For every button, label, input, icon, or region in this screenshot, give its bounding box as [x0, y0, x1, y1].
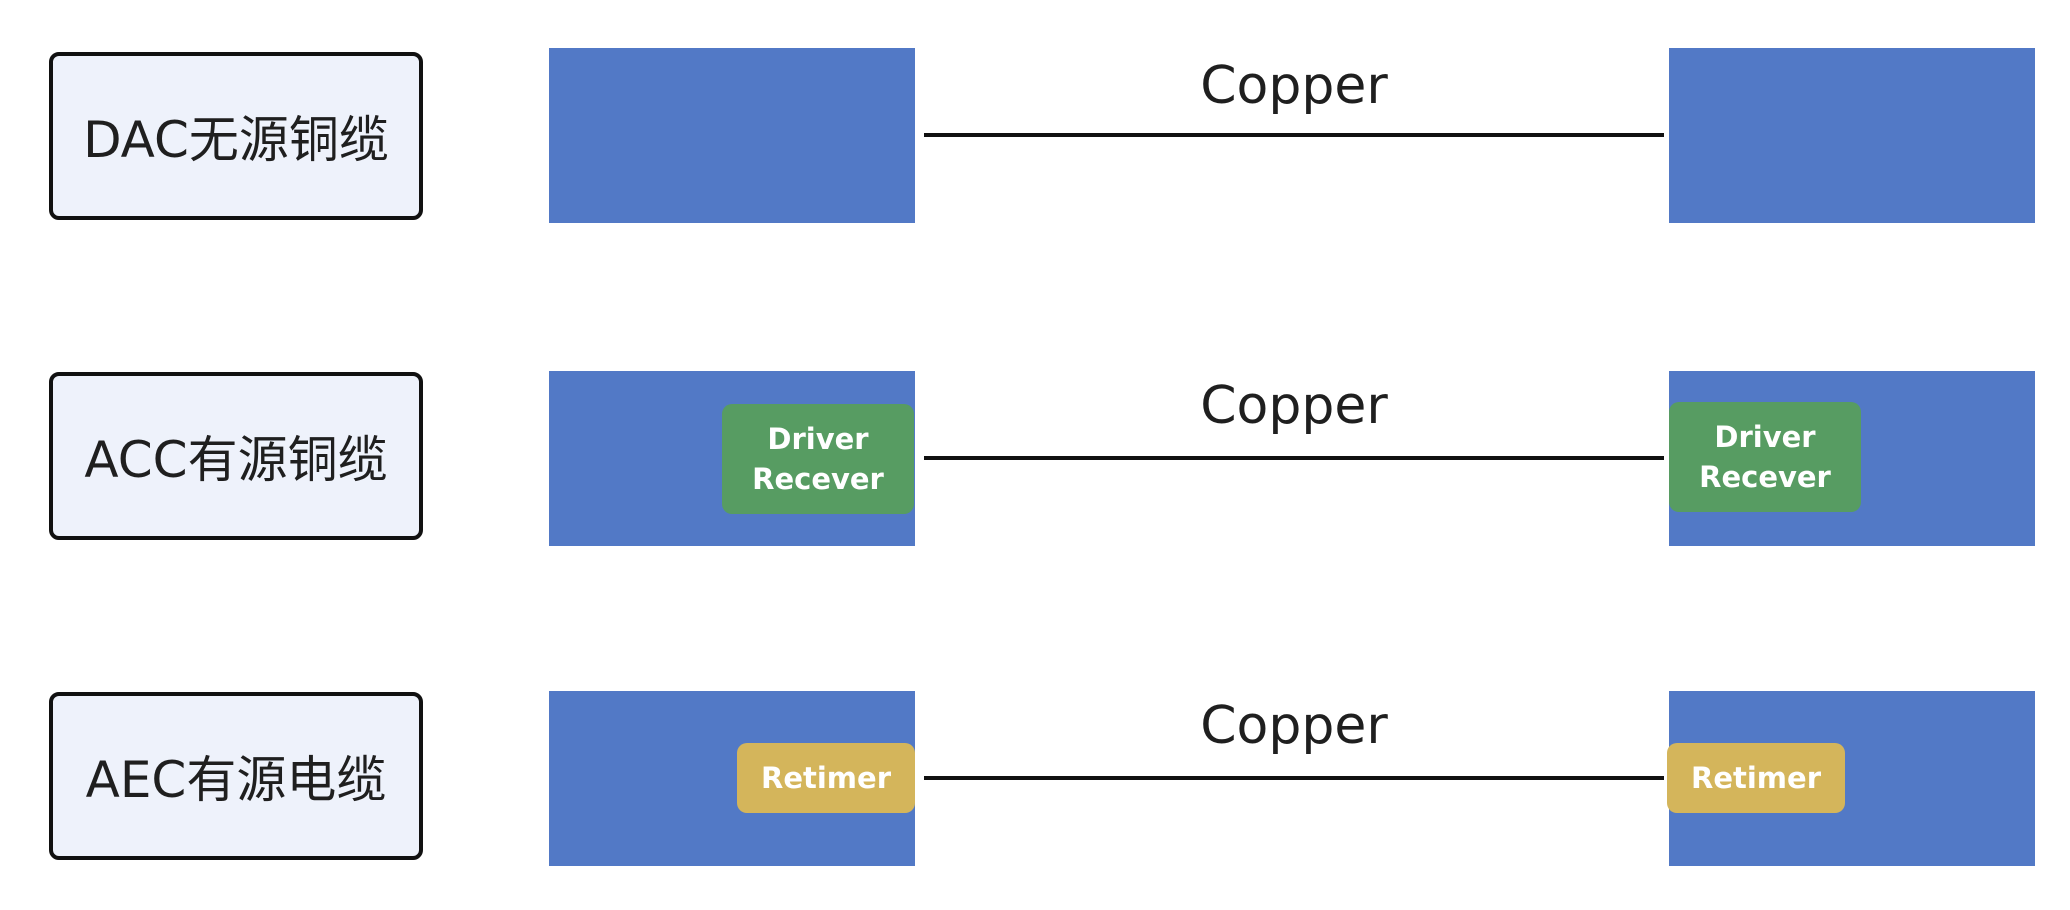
wire-label: Copper	[1200, 696, 1388, 756]
wire-label: Copper	[1200, 56, 1388, 116]
left-module	[549, 48, 915, 223]
copper-wire	[924, 776, 1664, 780]
right-module	[1669, 48, 2035, 223]
cable-type-label: AEC有源电缆	[49, 692, 423, 860]
cable-type-label: ACC有源铜缆	[49, 372, 423, 540]
driver-receiver-chip: Driver Recever	[722, 404, 914, 514]
retimer-chip: Retimer	[737, 743, 915, 813]
driver-receiver-chip: Driver Recever	[1669, 402, 1861, 512]
retimer-chip: Retimer	[1667, 743, 1845, 813]
copper-wire	[924, 133, 1664, 137]
wire-label: Copper	[1200, 376, 1388, 436]
copper-wire	[924, 456, 1664, 460]
cable-type-label: DAC无源铜缆	[49, 52, 423, 220]
